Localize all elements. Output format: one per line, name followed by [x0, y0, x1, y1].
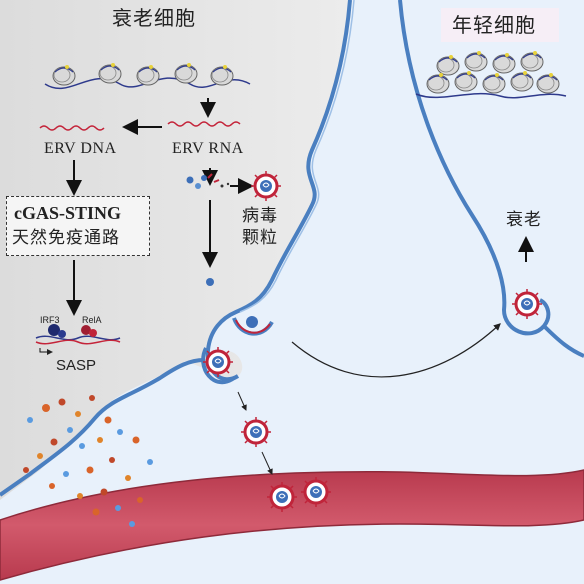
sasp-label: SASP — [56, 357, 97, 374]
virion-assembly — [186, 173, 230, 286]
virion-released — [239, 415, 273, 449]
senescent-membrane — [0, 0, 352, 497]
rela-label: RelA — [82, 315, 102, 325]
erv-dna-label: ERV DNA — [44, 140, 117, 157]
irf3-label: IRF3 — [40, 315, 60, 325]
sasp-gene — [35, 324, 121, 355]
senescent-cell — [0, 0, 350, 500]
young-cell-title: 年轻细胞 — [452, 13, 536, 37]
erv-rna-label: ERV RNA — [172, 140, 244, 157]
arrow-spread-to-young — [291, 323, 501, 378]
arrow-release-2 — [261, 451, 273, 475]
senescent-chromatin — [44, 62, 251, 90]
budding-virion-core — [246, 316, 258, 328]
blood-vessel — [0, 469, 584, 581]
innate-immune-label: 天然免疫通路 — [12, 228, 120, 248]
arrow-release-1 — [237, 391, 247, 411]
virion-vessel-2 — [299, 475, 333, 509]
virus-particle-label-1: 病毒 — [242, 206, 278, 226]
virion-vessel-1 — [265, 480, 299, 514]
erv-dna-squiggle — [39, 125, 105, 131]
cgas-sting-label: cGAS-STING — [14, 203, 122, 223]
young-cell-title-box — [441, 8, 559, 42]
cgas-sting-box — [6, 196, 150, 256]
erv-rna-squiggle — [167, 121, 241, 127]
young-chromatin — [415, 50, 567, 99]
virus-particle-label-2: 颗粒 — [242, 228, 278, 248]
virion-young-cell — [510, 287, 544, 321]
senescent-cell-title: 衰老细胞 — [112, 6, 196, 30]
sasp-factors — [23, 395, 153, 527]
virion-particle — [249, 169, 283, 203]
young-membrane — [398, 0, 584, 358]
virion-in-pit — [201, 345, 235, 379]
senescence-label: 衰老 — [506, 210, 542, 230]
